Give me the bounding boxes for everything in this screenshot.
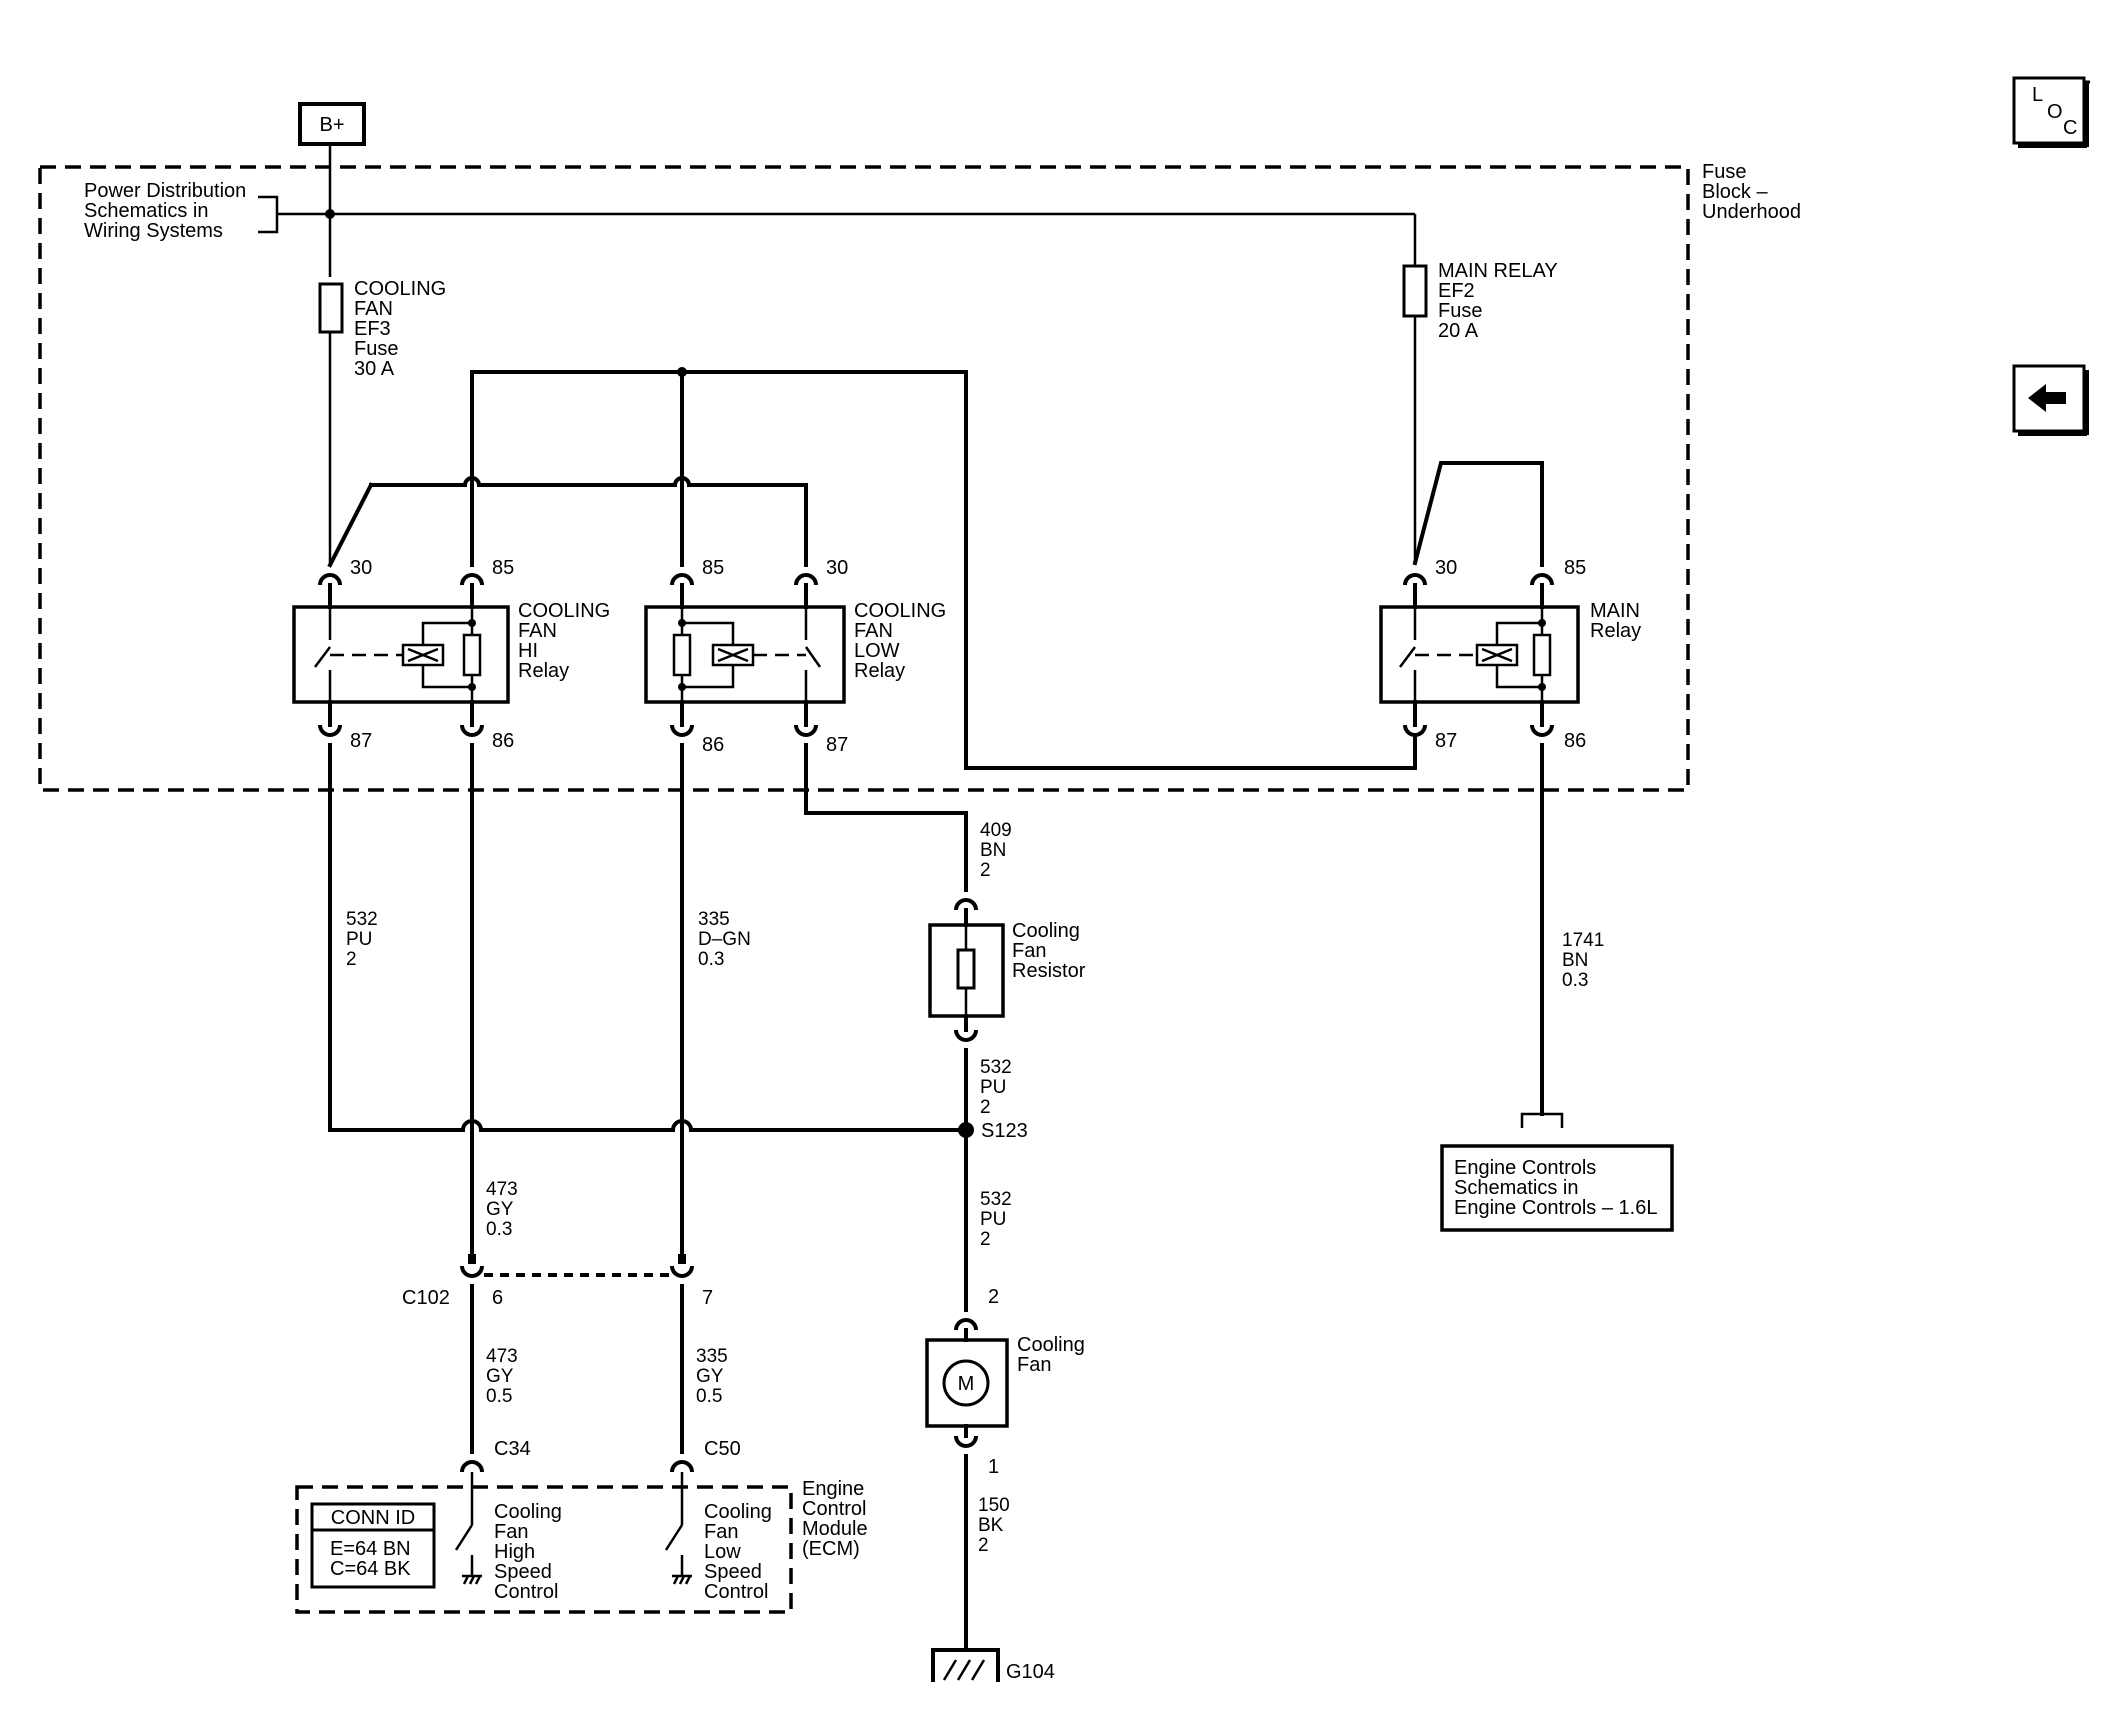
engine-controls-reference: Engine Controls Schematics in Engine Con… [1440, 1144, 1674, 1232]
connector-c102: C102 6 7 [402, 1254, 713, 1309]
svg-text:COOLING FAN HI: COOLING FAN HI Relay [518, 600, 616, 682]
svg-text:E=64 BN C=64 BK: E=64 BN C=64 BK [330, 1538, 416, 1580]
svg-text:L: L [2032, 84, 2043, 106]
ground-g104-icon: G104 [931, 1648, 1055, 1683]
fuse-block-label: Fuse Block – Underhood [1702, 161, 1801, 223]
svg-text:30: 30 [350, 557, 372, 579]
cooling-fan-low-relay: COOLING FAN LOW Relay 85 30 86 87 [644, 470, 952, 756]
svg-text:85: 85 [492, 557, 514, 579]
svg-text:MAIN Relay: MAIN Relay [1590, 600, 1646, 642]
svg-text:C102: C102 [402, 1287, 450, 1309]
svg-text:M: M [958, 1373, 975, 1395]
svg-text:Cooling Fan Resist: Cooling Fan Resistor [1012, 920, 1086, 982]
back-arrow-icon[interactable] [2012, 364, 2089, 436]
svg-text:Cooling Fan High: Cooling Fan High Speed Control [494, 1501, 567, 1603]
ef3-cooling-fan-fuse: COOLING FAN EF3 Fuse 30 A [318, 278, 452, 380]
locator-button[interactable]: L O C [2012, 76, 2090, 148]
svg-text:B+: B+ [319, 114, 344, 136]
svg-text:86: 86 [1564, 730, 1586, 752]
svg-text:Cooling Fan Low: Cooling Fan Low Speed Control [704, 1501, 777, 1603]
svg-text:COOLING FAN LOW: COOLING FAN LOW Relay [854, 600, 952, 682]
svg-text:30: 30 [826, 557, 848, 579]
svg-text:87: 87 [826, 734, 848, 756]
main-relay: MAIN Relay 30 85 87 86 [1379, 557, 1646, 752]
engine-control-module: Engine Control Module (ECM) C34 C50 Cool… [295, 1438, 873, 1614]
svg-text:MAIN RELAY EF2 Fus: MAIN RELAY EF2 Fuse 20 A [1438, 260, 1563, 342]
svg-text:CONN ID: CONN ID [331, 1507, 415, 1529]
svg-text:C34: C34 [494, 1438, 531, 1460]
svg-text:86: 86 [702, 734, 724, 756]
svg-text:7: 7 [702, 1287, 713, 1309]
svg-text:2: 2 [988, 1286, 999, 1308]
svg-text:6: 6 [492, 1287, 503, 1309]
svg-text:C: C [2063, 117, 2077, 139]
ef2-main-relay-fuse: MAIN RELAY EF2 Fuse 20 A [1402, 260, 1563, 342]
svg-text:COOLING FAN EF3: COOLING FAN EF3 Fuse 30 A [354, 278, 452, 380]
cooling-fan-hi-relay: COOLING FAN HI Relay 30 85 87 86 [292, 470, 616, 752]
svg-text:O: O [2047, 101, 2063, 123]
svg-text:1: 1 [988, 1456, 999, 1478]
svg-text:C50: C50 [704, 1438, 741, 1460]
svg-text:Engine Controls Schemati: Engine Controls Schematics in Engine Con… [1454, 1157, 1657, 1219]
svg-text:Power Distribution Schem: Power Distribution Schematics in Wiring … [84, 180, 252, 242]
svg-text:85: 85 [702, 557, 724, 579]
svg-text:85: 85 [1564, 557, 1586, 579]
cooling-fan-resistor: Cooling Fan Resistor [928, 920, 1086, 1018]
fuse-block-underhood-boundary [38, 165, 1690, 792]
svg-text:Cooling Fan: Cooling Fan [1017, 1334, 1090, 1376]
svg-text:G104: G104 [1006, 1661, 1055, 1683]
connector-id-table: CONN ID E=64 BN C=64 BK [310, 1502, 436, 1589]
svg-text:86: 86 [492, 730, 514, 752]
power-distribution-reference: Power Distribution Schematics in Wiring … [84, 180, 330, 242]
svg-text:87: 87 [1435, 730, 1457, 752]
splice-s123-label: S123 [981, 1120, 1028, 1142]
svg-text:30: 30 [1435, 557, 1457, 579]
battery-positive-box: B+ [298, 102, 366, 146]
cooling-fan-motor: M Cooling Fan 2 1 [925, 1286, 1090, 1478]
svg-text:87: 87 [350, 730, 372, 752]
svg-text:Engine Control Mod: Engine Control Module (ECM) [802, 1478, 873, 1560]
